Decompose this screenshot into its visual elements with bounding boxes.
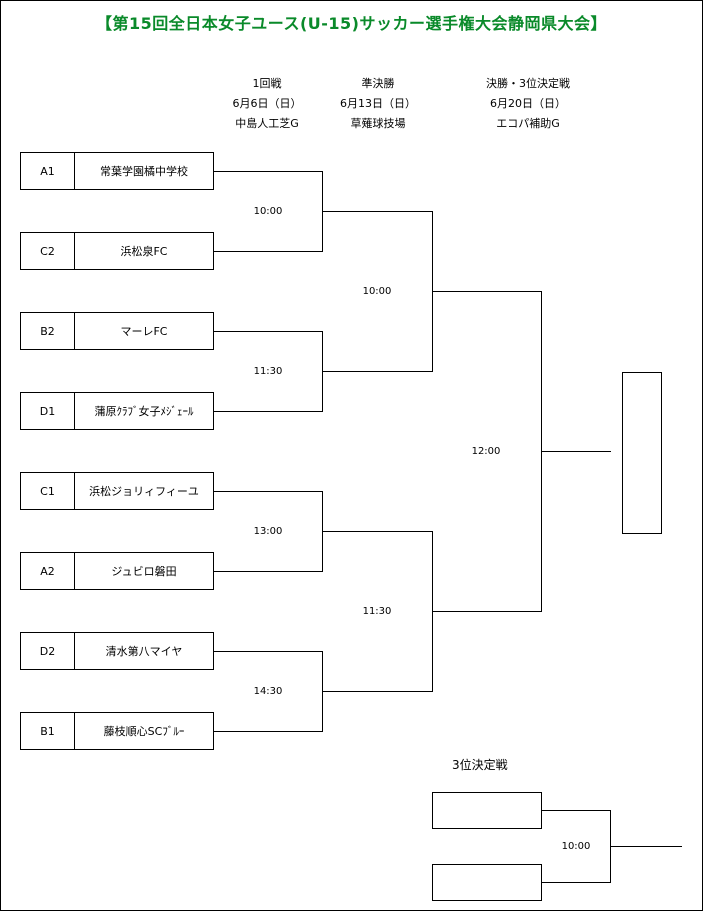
round-name: 1回戦: [252, 77, 282, 90]
team-name: 蒲原ｸﾗﾌﾞ女子ﾒｼﾞｪｰﾙ: [94, 405, 194, 418]
round-venue: エコパ補助G: [496, 117, 560, 130]
team-seed: C1: [21, 473, 75, 509]
team-seed: D1: [21, 393, 75, 429]
team-name: 常葉学園橘中学校: [100, 165, 188, 178]
team-slot-c1: C1 浜松ジョリィフィーユ: [20, 472, 214, 510]
team-seed: B2: [21, 313, 75, 349]
team-name: 清水第八マイヤ: [105, 645, 183, 658]
match-time: 11:30: [253, 366, 283, 377]
team-slot-b2: B2 マーレFC: [20, 312, 214, 350]
team-slot-b1: B1 藤枝順心SCﾌﾞﾙｰ: [20, 712, 214, 750]
round-venue: 中島人工芝G: [235, 117, 299, 130]
team-slot-a1: A1 常葉学園橘中学校: [20, 152, 214, 190]
team-seed: D2: [21, 633, 75, 669]
round-date: 6月6日（日）: [232, 97, 302, 110]
page-title: 【第15回全日本女子ユース(U-15)サッカー選手権大会静岡県大会】: [96, 14, 607, 33]
team-seed: C2: [21, 233, 75, 269]
round-name: 決勝・3位決定戦: [486, 77, 570, 90]
match-time: 10:00: [253, 206, 283, 217]
match-time: 13:00: [253, 526, 283, 537]
third-place-slot-1: [432, 792, 542, 829]
team-name: 浜松ジョリィフィーユ: [89, 485, 199, 498]
team-seed: A1: [21, 153, 75, 189]
round-venue: 草薙球技場: [350, 117, 406, 130]
team-slot-c2: C2 浜松泉FC: [20, 232, 214, 270]
team-slot-d1: D1 蒲原ｸﾗﾌﾞ女子ﾒｼﾞｪｰﾙ: [20, 392, 214, 430]
match-time: 11:30: [362, 606, 392, 617]
team-name: マーレFC: [120, 325, 168, 338]
team-name: 浜松泉FC: [120, 245, 168, 258]
team-name: 藤枝順心SCﾌﾞﾙｰ: [103, 725, 185, 738]
team-slot-a2: A2 ジュビロ磐田: [20, 552, 214, 590]
champion-box: [622, 372, 662, 534]
match-time: 10:00: [561, 841, 591, 852]
team-seed: A2: [21, 553, 75, 589]
team-seed: B1: [21, 713, 75, 749]
round-date: 6月13日（日）: [340, 97, 416, 110]
team-slot-d2: D2 清水第八マイヤ: [20, 632, 214, 670]
third-place-label: 3位決定戦: [452, 758, 508, 772]
match-time: 14:30: [253, 686, 283, 697]
match-time: 12:00: [471, 446, 501, 457]
third-place-slot-2: [432, 864, 542, 901]
team-name: ジュビロ磐田: [111, 565, 177, 578]
match-time: 10:00: [362, 286, 392, 297]
round-date: 6月20日（日）: [490, 97, 566, 110]
round-name: 準決勝: [361, 77, 395, 90]
